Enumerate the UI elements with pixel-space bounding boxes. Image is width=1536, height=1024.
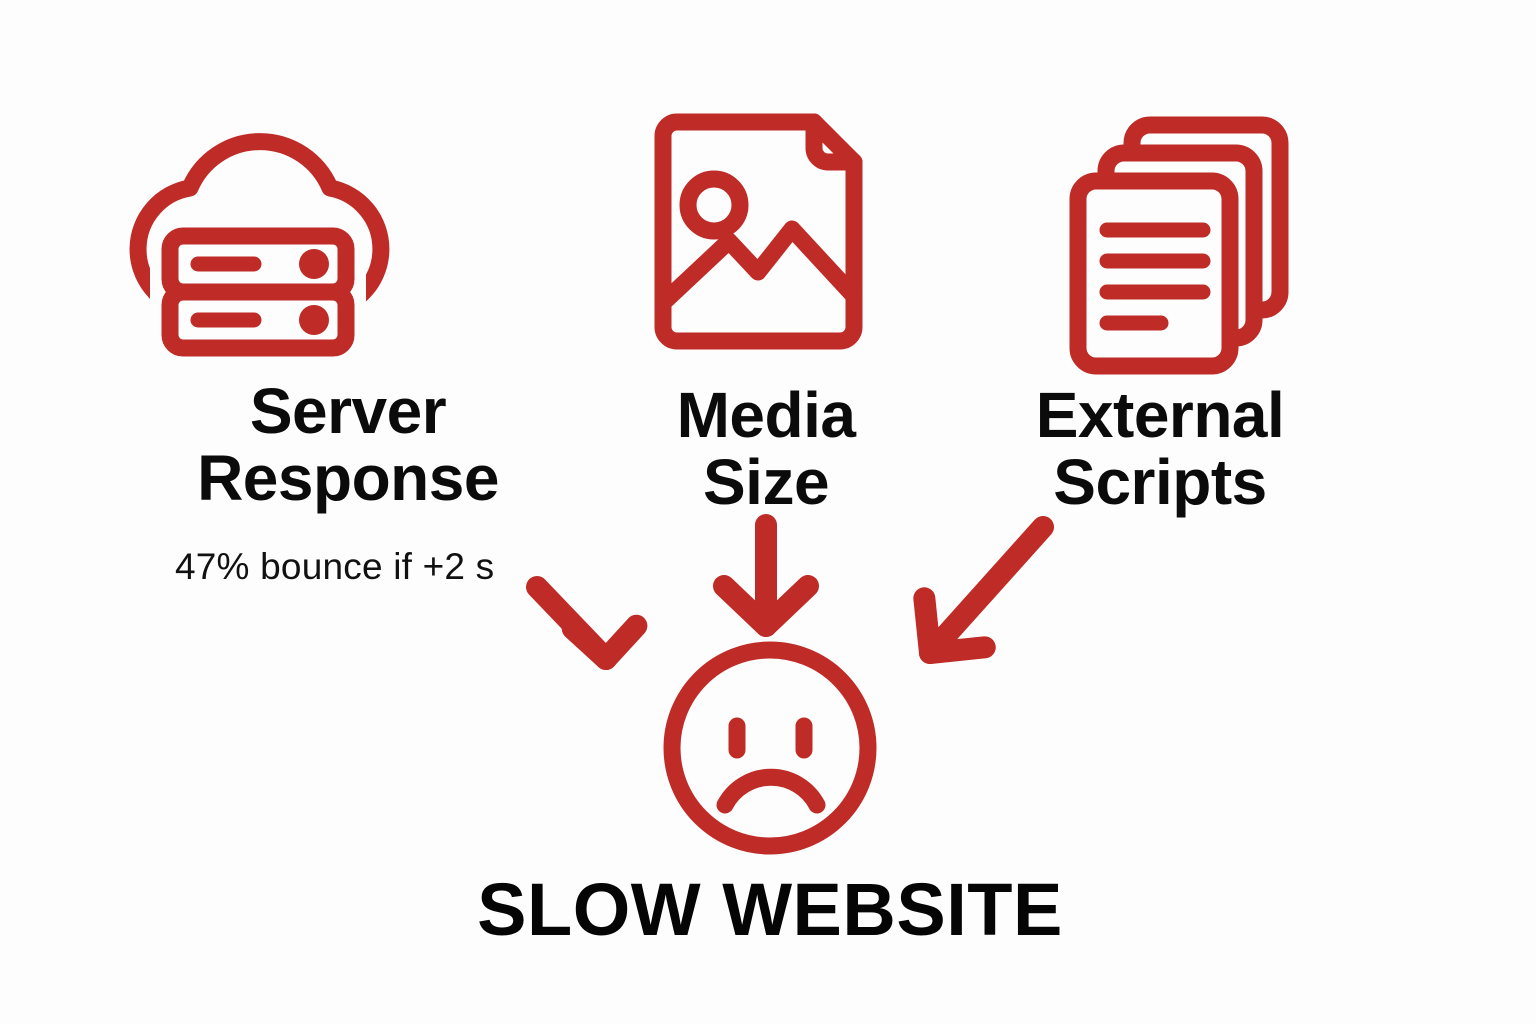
cause-node-server-response: Server Response: [118, 110, 578, 511]
arrow-media-to-outcome: [713, 514, 819, 637]
outcome-node-slow-website: SLOW WEBSITE: [430, 640, 1110, 952]
face-outline: [663, 641, 877, 855]
image-mountains: [656, 220, 862, 310]
cause-node-media-size: Media Size: [566, 105, 966, 515]
cause-label-media-size: Media Size: [676, 379, 856, 518]
cloud-server-icon: [129, 133, 390, 357]
cloud-server-icon-box: [118, 110, 578, 360]
arrow-server-to-outcome: [526, 576, 648, 670]
cause-label-external-scripts: External Scripts: [1035, 379, 1285, 518]
sad-face-icon-box: [430, 640, 1110, 855]
image-sun-circle: [679, 170, 749, 240]
cause-label-server-response: Server Response: [197, 375, 499, 514]
image-file-icon: [654, 113, 863, 350]
image-file-icon-box: [566, 105, 966, 360]
face-frown-mouth: [716, 768, 826, 814]
arrow-scripts-to-outcome: [913, 516, 1054, 664]
bounce-rate-caption: 47% bounce if +2 s: [175, 546, 495, 587]
stacked-documents-icon-box: [950, 105, 1370, 375]
sad-face-icon: [663, 641, 877, 855]
stacked-documents-icon: [1069, 116, 1289, 375]
outcome-label-slow-website: SLOW WEBSITE: [477, 868, 1063, 951]
cause-node-external-scripts: External Scripts: [950, 105, 1370, 515]
document-sheet-front: [1069, 172, 1239, 375]
